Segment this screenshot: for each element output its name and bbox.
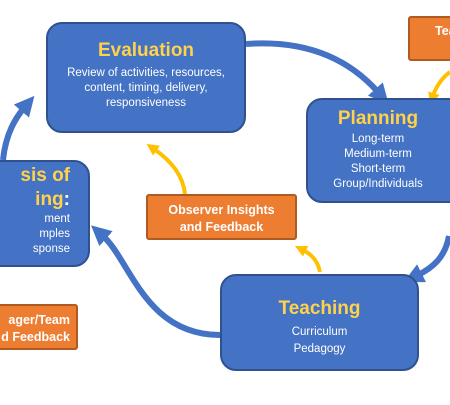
observer-feedback-box: Observer Insights and Feedback xyxy=(146,194,297,240)
evaluation-line: Review of activities, resources, xyxy=(67,67,225,79)
teaching-box: Teaching Curriculum Pedagogy xyxy=(220,274,419,371)
evaluation-box: Evaluation Review of activities, resourc… xyxy=(46,22,246,133)
planning-line: Group/Individuals xyxy=(333,178,423,190)
teaching-line: Curriculum xyxy=(291,326,348,338)
arrow-planning-to-teaching xyxy=(403,235,450,283)
manager-feedback-line: d Feedback xyxy=(1,330,70,344)
planning-line: Long-term xyxy=(351,133,405,145)
manager-feedback-box: ager/Team d Feedback xyxy=(0,304,78,350)
top-right-feedback-box: Tea xyxy=(408,16,450,61)
evaluation-title: Evaluation xyxy=(97,40,195,61)
planning-line: Medium-term xyxy=(344,148,412,160)
analysis-line: mples xyxy=(39,228,70,240)
analysis-title-line: sis of xyxy=(20,165,70,186)
observer-feedback-line: Observer Insights xyxy=(168,203,275,217)
evaluation-line: responsiveness xyxy=(106,97,186,109)
planning-title: Planning xyxy=(337,108,419,129)
arrow-analysis-to-evaluation xyxy=(0,95,35,161)
planning-box: Planning Long-term Medium-term Short-ter… xyxy=(306,98,450,203)
manager-feedback-line: ager/Team xyxy=(8,313,70,327)
analysis-line: sponse xyxy=(32,243,70,255)
teaching-line: Pedagogy xyxy=(293,343,346,355)
analysis-title-line: ing: xyxy=(35,189,70,210)
teaching-title: Teaching xyxy=(278,298,361,319)
analysis-line: ment xyxy=(44,213,70,225)
observer-feedback-line: and Feedback xyxy=(179,220,264,234)
arrow-teaching-to-analysis xyxy=(91,225,221,338)
arrow-evaluation-to-planning xyxy=(245,40,389,104)
arrow-feedback-to-planning xyxy=(428,70,450,105)
top-right-feedback-label: Tea xyxy=(435,24,450,38)
evaluation-line: content, timing, delivery, xyxy=(84,82,208,94)
analysis-box: sis of ing: ment mples sponse xyxy=(0,160,90,267)
planning-line: Short-term xyxy=(350,163,406,175)
arrow-teaching-feedback-to-observer xyxy=(294,245,322,273)
arrow-observer-to-evaluation xyxy=(146,143,187,195)
